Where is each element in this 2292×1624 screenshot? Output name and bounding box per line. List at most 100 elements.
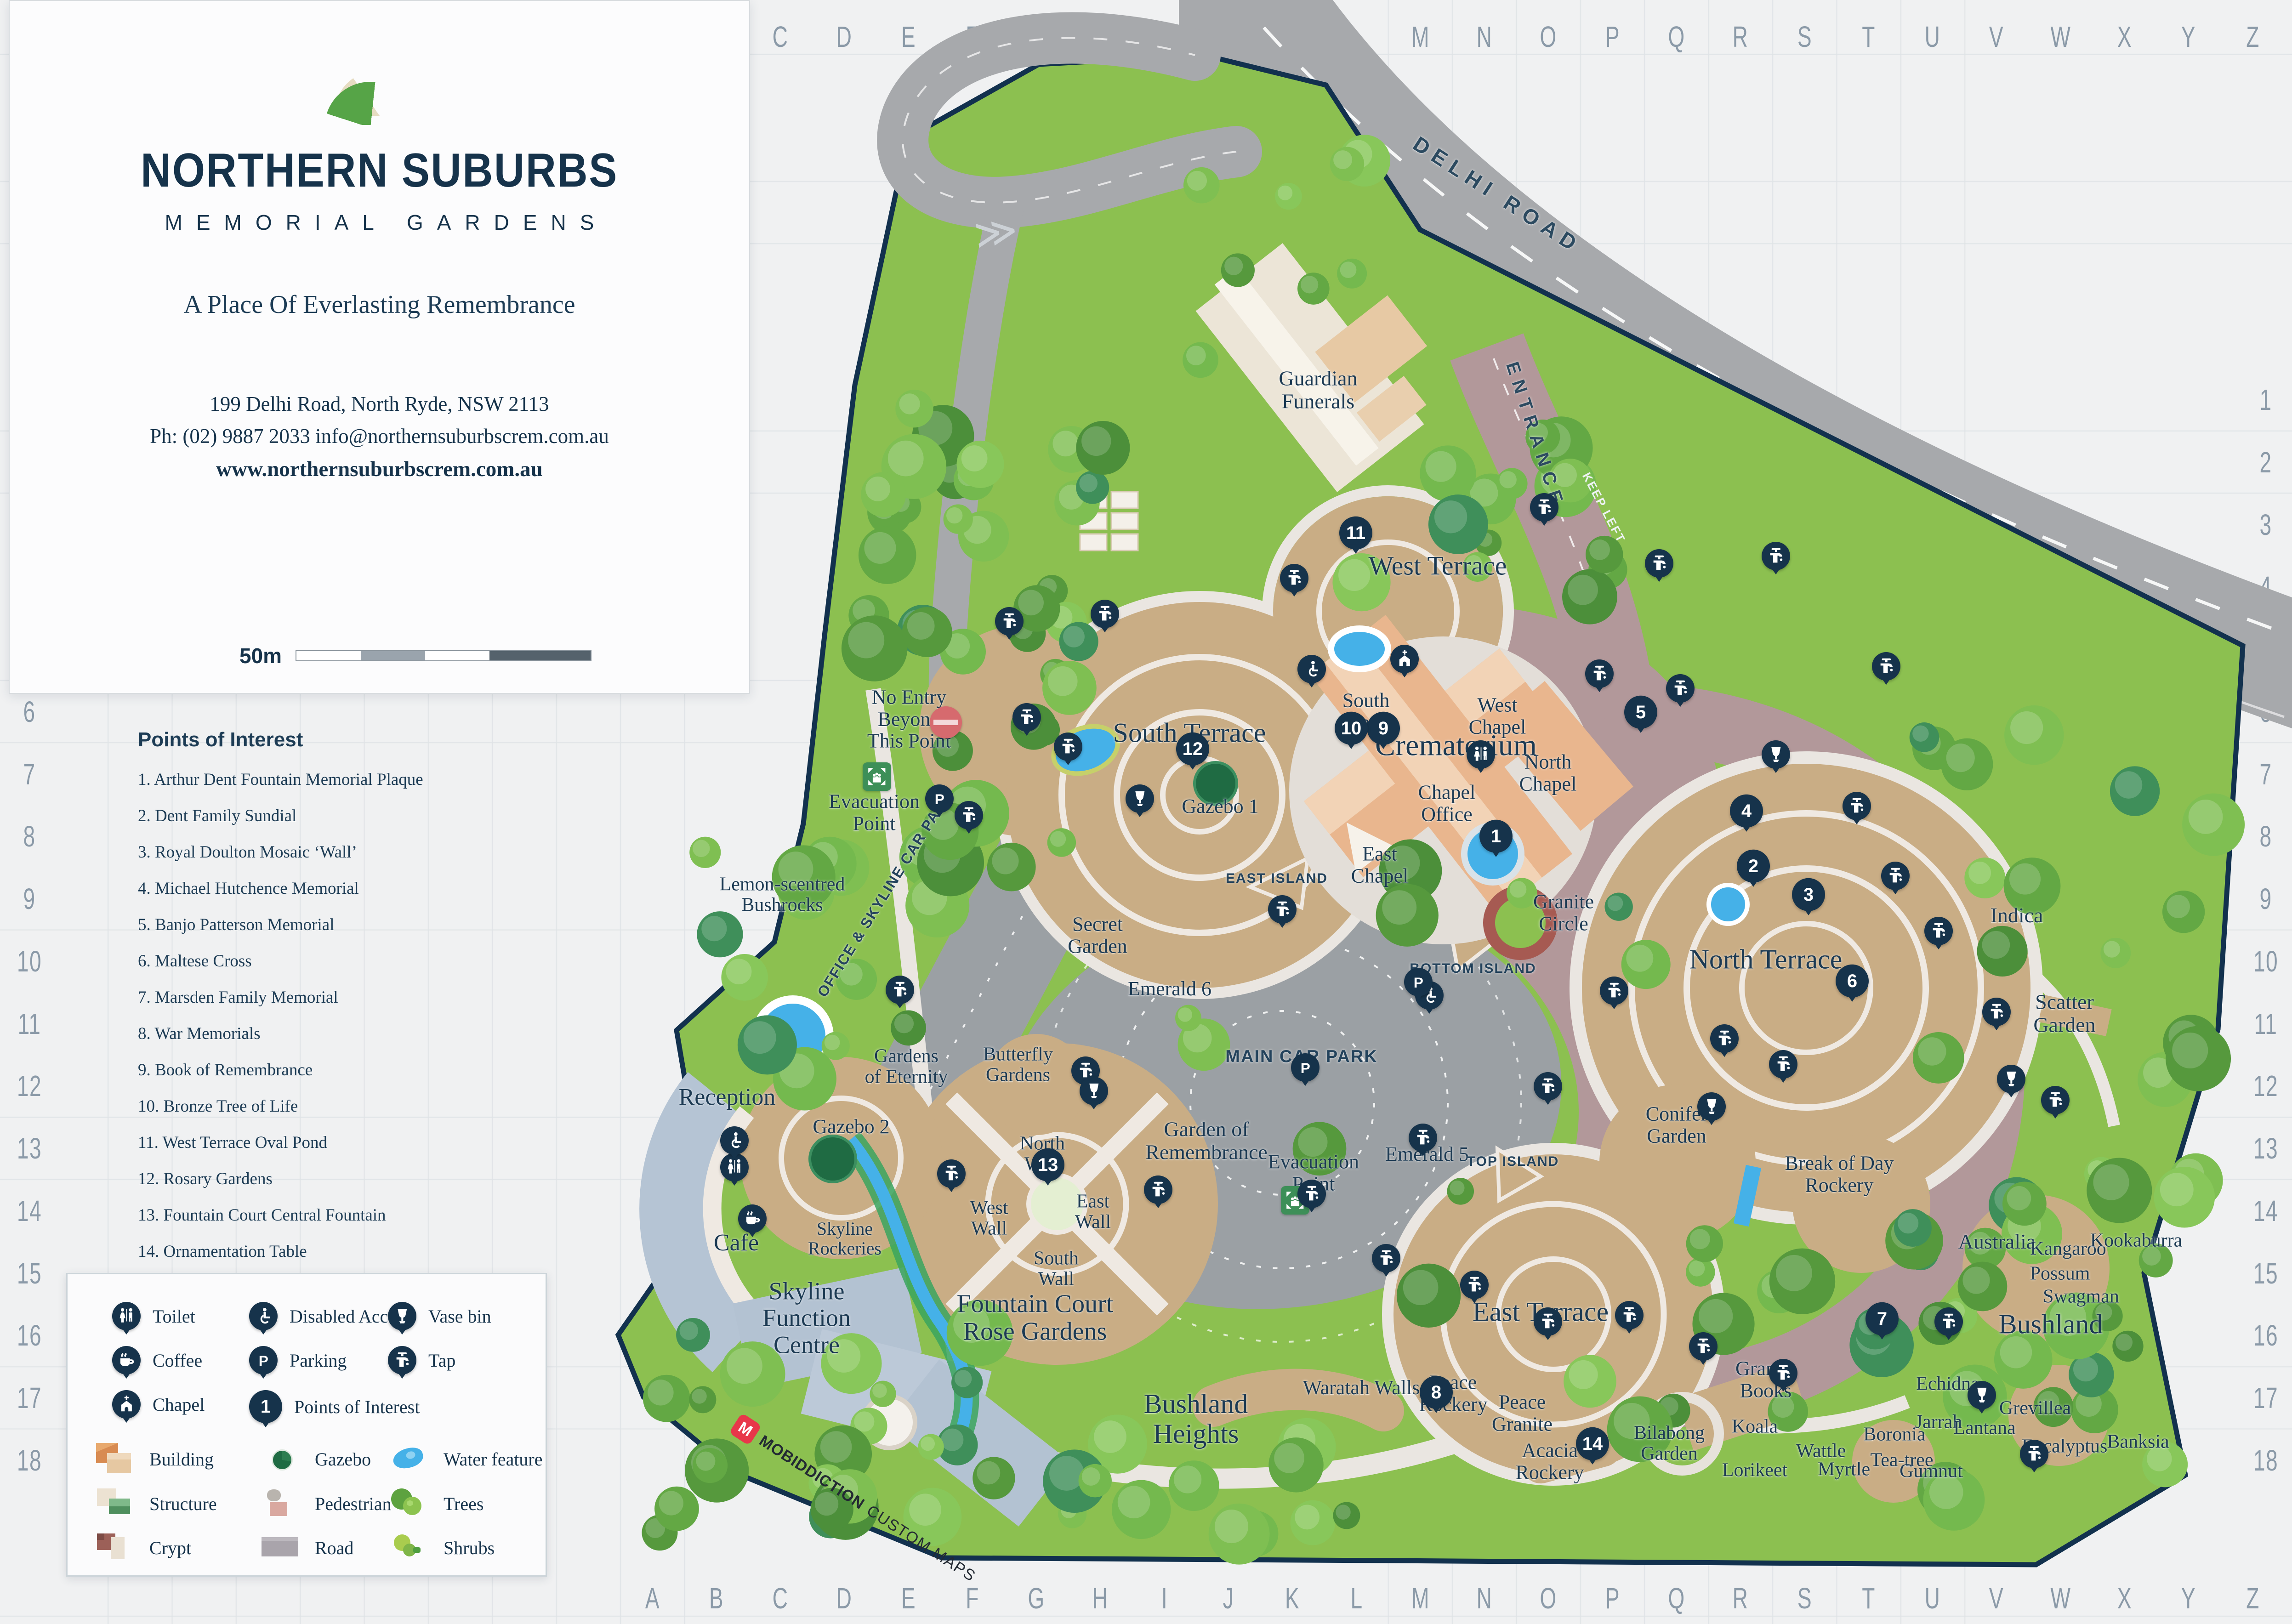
grid-label: V [1989, 1582, 2004, 1615]
tap-pin-icon [1091, 599, 1119, 628]
grid-label: P [1605, 20, 1620, 53]
tap-pin-icon [1534, 1072, 1562, 1101]
legend-label: Water feature [444, 1448, 543, 1470]
grid-label: S [1797, 20, 1812, 53]
grid-label: 15 [17, 1256, 42, 1290]
grid-label: R [1732, 20, 1749, 53]
evacuation-point-icon [863, 762, 891, 791]
grid-label: 14 [17, 1194, 42, 1227]
contact-block: 199 Delhi Road, North Ryde, NSW 2113 Ph:… [10, 388, 749, 486]
map-label: Scatter Garden [2033, 990, 2096, 1036]
grid-label: M [1411, 1582, 1430, 1615]
legend-label: Coffee [153, 1350, 203, 1371]
parking-pin-icon: P [249, 1346, 278, 1374]
grid-label: K [1285, 1582, 1300, 1615]
phone-email-line: Ph: (02) 9887 2033 info@northernsuburbsc… [150, 424, 609, 448]
tap-pin-icon [388, 1346, 416, 1374]
poi-marker: 1 [1479, 819, 1513, 853]
grid-label: I [1161, 1582, 1168, 1615]
poi-marker: 6 [1836, 964, 1869, 998]
legend-item-shrubs: Shrubs [389, 1531, 495, 1565]
grid-label: 7 [23, 757, 36, 791]
legend-item-gazebo: Gazebo [261, 1442, 371, 1476]
legend-item-chapel: Chapel [112, 1390, 205, 1419]
legend-label: Road [315, 1537, 354, 1558]
map-label: Lantana [1953, 1417, 2016, 1439]
poi-list-item: 4. Michael Hutchence Memorial [138, 879, 359, 898]
poi-list-item: 2. Dent Family Sundial [138, 806, 297, 825]
poi-list-item: 6. Maltese Cross [138, 952, 252, 971]
legend-label: Toilet [153, 1306, 195, 1327]
vase-pin-icon [1080, 1076, 1108, 1105]
map-label: Tea-tree [1870, 1449, 1934, 1471]
grid-label: F [966, 1582, 979, 1615]
map-label: Acacia Rockery [1515, 1439, 1584, 1483]
tap-pin-icon [1666, 674, 1695, 703]
info-panel: NORTHERN SUBURBS MEMORIAL GARDENS A Plac… [9, 0, 750, 694]
legend-label: Building [149, 1448, 214, 1470]
map-label: East Chapel [1351, 842, 1409, 887]
svg-text:P: P [1300, 1059, 1310, 1076]
map-label: East Wall [1075, 1191, 1111, 1233]
map-label: Garden of Remembrance [1145, 1117, 1268, 1164]
grid-label: C [772, 20, 789, 53]
poi-list-item: 1. Arthur Dent Fountain Memorial Plaque [138, 770, 423, 789]
grid-label: L [1350, 1582, 1363, 1615]
grid-label: T [1862, 1582, 1876, 1615]
tap-pin-icon [1689, 1332, 1718, 1361]
legend-item-tap: Tap [388, 1346, 455, 1374]
coffee-pin-icon [738, 1204, 767, 1233]
grid-label: D [836, 20, 853, 53]
tap-pin-icon [1054, 732, 1082, 761]
grid-label: P [1605, 1582, 1620, 1615]
toilet-pin-icon [112, 1302, 141, 1330]
legend-item-crypt: Crypt [95, 1531, 191, 1565]
tap-pin-icon [1881, 861, 1910, 890]
chapel-pin-icon [1390, 644, 1419, 673]
grid-label: 2 [2259, 445, 2272, 479]
legend-label: Trees [444, 1493, 484, 1514]
parking-pin-icon: P [1404, 967, 1433, 996]
legend-label: Pedestrian [315, 1493, 392, 1514]
grid-label: A [645, 1582, 660, 1615]
tap-pin-icon [886, 975, 914, 1004]
map-label: Bushland [1998, 1309, 2103, 1340]
map-label: TOP ISLAND [1467, 1153, 1559, 1169]
legend-item-road: Road [261, 1531, 353, 1565]
map-label: Gardens of Eternity [864, 1045, 948, 1088]
scale-bar [296, 650, 592, 661]
legend-item-vase: Vase bin [388, 1302, 491, 1330]
map-label: Fountain Court Rose Gardens [956, 1289, 1114, 1346]
tap-pin-icon [1769, 1358, 1797, 1387]
map-label: Lemon-scentred Bushrocks [719, 874, 845, 916]
grid-label: X [2117, 1582, 2133, 1615]
structure-swatch-icon [95, 1487, 137, 1521]
guardian-funerals-building [1195, 243, 1428, 492]
building-swatch-icon [95, 1442, 137, 1476]
map-label: Kangaroo [2030, 1238, 2106, 1260]
grid-label: 10 [2253, 944, 2279, 978]
tap-pin-icon [1769, 1050, 1797, 1079]
map-label: Gumnut [1900, 1460, 1963, 1482]
grid-label: 12 [17, 1069, 42, 1103]
map-label: No Entry Beyond This Point [867, 686, 951, 752]
grid-label: 9 [23, 882, 36, 916]
map-label: Myrtle [1817, 1459, 1871, 1480]
grid-label: 18 [17, 1443, 42, 1477]
map-label: Peace Granite [1492, 1391, 1553, 1435]
map-label: Crematorium [1375, 728, 1537, 762]
grid-label: V [1989, 20, 2004, 53]
traffic-islands [1246, 855, 1544, 1204]
map-label: Koala [1731, 1416, 1778, 1437]
svg-text:P: P [1413, 974, 1423, 990]
map-scale: 50m [239, 643, 592, 668]
grid-label: N [1476, 1582, 1493, 1615]
legend-item-structure: Structure [95, 1487, 217, 1521]
grid-label: 7 [2259, 757, 2272, 791]
tap-pin-icon [2041, 1085, 2070, 1114]
toilet-pin-icon [1467, 740, 1495, 769]
vase-pin-icon [1126, 784, 1154, 813]
grid-label: Y [2181, 1582, 2196, 1615]
